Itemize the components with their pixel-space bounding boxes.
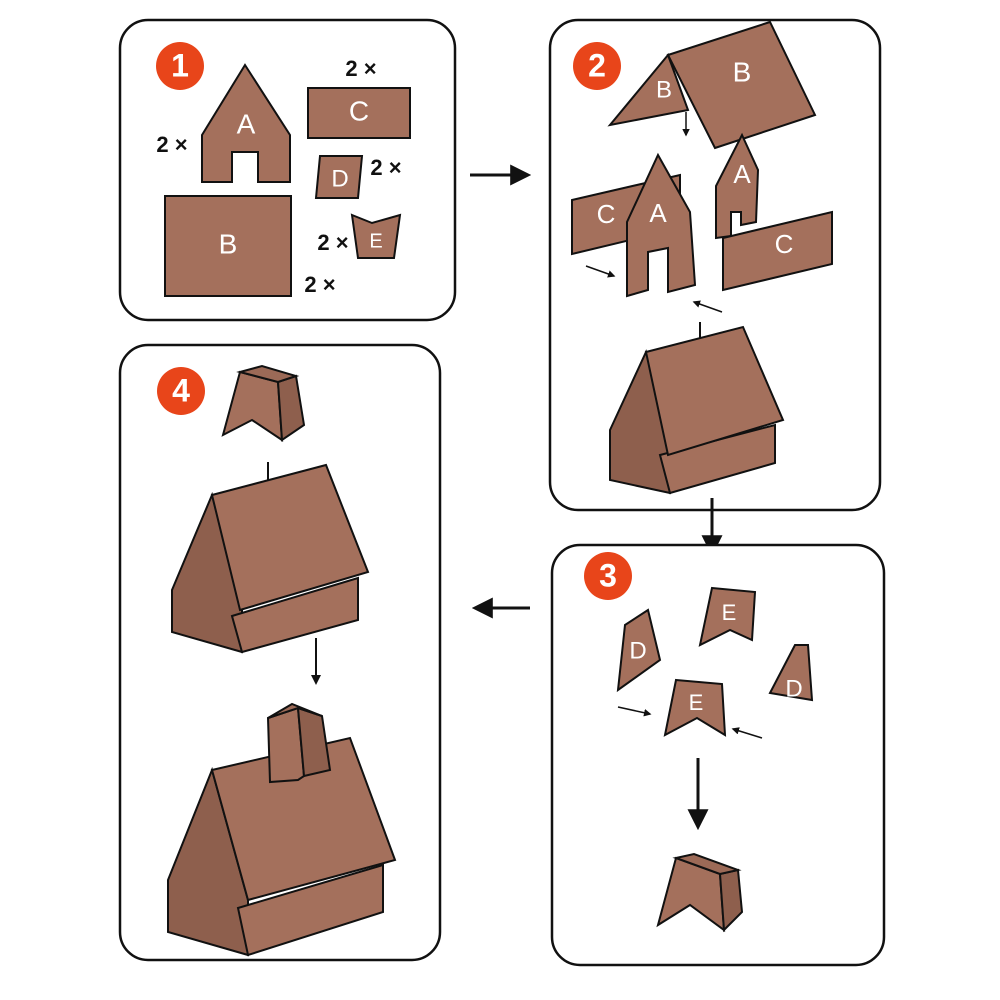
step-2-roof-pieces: B B xyxy=(607,20,817,150)
chimney-piece-d-left-label: D xyxy=(629,637,646,664)
step-4-number: 4 xyxy=(172,372,190,408)
step-3-panel: 3 E D D E xyxy=(550,543,886,967)
chimney-step4 xyxy=(221,364,306,442)
piece-b: B xyxy=(164,195,292,297)
wall-a-front-label: A xyxy=(649,198,667,228)
step-1-badge: 1 xyxy=(156,42,204,90)
step-2-panel: 2 B B C A A C xyxy=(548,18,882,512)
roof-panel-b-right xyxy=(666,20,817,150)
step-2-wall-pieces: C A A C xyxy=(571,132,833,298)
finished-house xyxy=(167,702,397,957)
step-1-number: 1 xyxy=(171,47,189,83)
step-3-badge: 3 xyxy=(584,552,632,600)
roof-panel-b-left xyxy=(607,53,690,127)
step-3-chimney-pieces: E D D E xyxy=(616,586,814,737)
wall-a-back xyxy=(715,132,760,240)
wall-c-right xyxy=(722,210,833,292)
piece-e-shape xyxy=(350,213,402,259)
chimney-piece-e-back-label: E xyxy=(722,600,737,625)
piece-a-shape xyxy=(201,63,291,183)
arrow-wall-right xyxy=(692,300,723,313)
roof-panel-b-right-label: B xyxy=(733,56,752,87)
step-4-panel: 4 xyxy=(118,343,442,962)
chimney-piece-e-front xyxy=(663,678,727,737)
piece-d-shape xyxy=(314,155,364,199)
piece-a: A xyxy=(201,63,291,183)
assembled-house-step2 xyxy=(609,325,785,495)
assembled-chimney-step3 xyxy=(656,852,744,933)
wall-a-front xyxy=(626,152,697,298)
piece-e: E xyxy=(350,213,402,259)
piece-a-quantity: 2 × xyxy=(156,132,187,157)
chimney-piece-d-right-label: D xyxy=(785,675,802,702)
wall-c-left-label: C xyxy=(597,199,616,229)
finished-chimney-top xyxy=(267,702,323,719)
chimney-piece-e-back xyxy=(698,586,757,647)
piece-d-quantity: 2 × xyxy=(370,155,401,180)
chimney-piece-e-front-label: E xyxy=(689,690,704,715)
piece-c: C xyxy=(307,87,411,139)
arrow-piece-left xyxy=(617,706,652,717)
chimney-piece-d-left xyxy=(616,608,662,693)
step-4-badge: 4 xyxy=(157,367,205,415)
piece-b-label: B xyxy=(219,228,238,259)
step-2-badge: 2 xyxy=(573,42,621,90)
piece-a-label: A xyxy=(237,108,256,139)
piece-d-label: D xyxy=(331,165,348,192)
piece-e-quantity: 2 × xyxy=(317,230,348,255)
piece-c-quantity: 2 × xyxy=(345,56,376,81)
piece-c-shape xyxy=(307,87,411,139)
step-2-number: 2 xyxy=(588,47,606,83)
chimney-piece-d-right xyxy=(768,644,814,702)
step-3-number: 3 xyxy=(599,557,617,593)
piece-d: D xyxy=(314,155,364,199)
piece-c-label: C xyxy=(349,95,369,126)
wall-a-back-label: A xyxy=(733,159,751,189)
house-without-chimney xyxy=(171,463,370,654)
arrow-piece-right xyxy=(731,727,763,739)
step-1-panel: 1 A 2 × C 2 × D 2 × B 2 × E 2 xyxy=(118,18,457,322)
piece-e-label: E xyxy=(369,230,382,252)
piece-b-quantity: 2 × xyxy=(304,272,335,297)
piece-b-shape xyxy=(164,195,292,297)
roof-panel-b-left-label: B xyxy=(656,76,672,103)
wall-c-right-label: C xyxy=(775,229,794,259)
arrow-wall-left xyxy=(585,265,616,278)
